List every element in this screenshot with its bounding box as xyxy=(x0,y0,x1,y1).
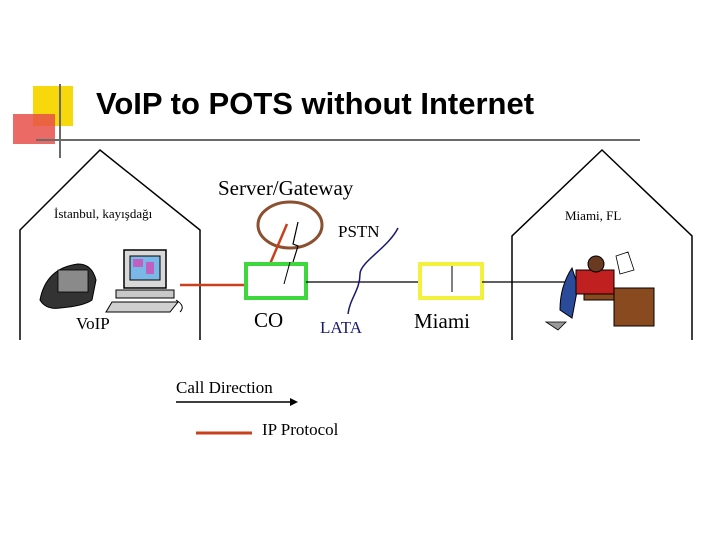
gateway-ring xyxy=(256,200,324,250)
voip-label: VoIP xyxy=(76,314,110,333)
right-house-outline xyxy=(511,148,693,340)
slide-title: VoIP to POTS without Internet xyxy=(96,86,535,121)
call-direction-label: Call Direction xyxy=(176,378,273,397)
right-house-label: Miami, FL xyxy=(565,208,622,223)
ip-protocol-label: IP Protocol xyxy=(262,420,339,439)
co-trunk xyxy=(283,261,291,285)
miami-label: Miami xyxy=(414,309,470,333)
pstn-cable xyxy=(292,221,299,263)
left-house-outline xyxy=(19,148,201,340)
lata-label: LATA xyxy=(320,318,363,337)
voip-computer-phone-icon xyxy=(39,249,183,313)
co-box xyxy=(244,262,308,300)
call-direction-arrowhead xyxy=(290,398,298,406)
subscriber-person-icon xyxy=(544,251,655,331)
miami-box xyxy=(418,262,484,300)
pstn-label: PSTN xyxy=(338,222,380,241)
ip-link-co-gateway xyxy=(268,223,289,265)
co-label: CO xyxy=(254,308,284,332)
lata-boundary xyxy=(347,227,399,315)
gateway-label: Server/Gateway xyxy=(218,176,354,200)
left-house-label: İstanbul, kayışdağı xyxy=(54,206,153,221)
title-decoration xyxy=(13,84,640,158)
